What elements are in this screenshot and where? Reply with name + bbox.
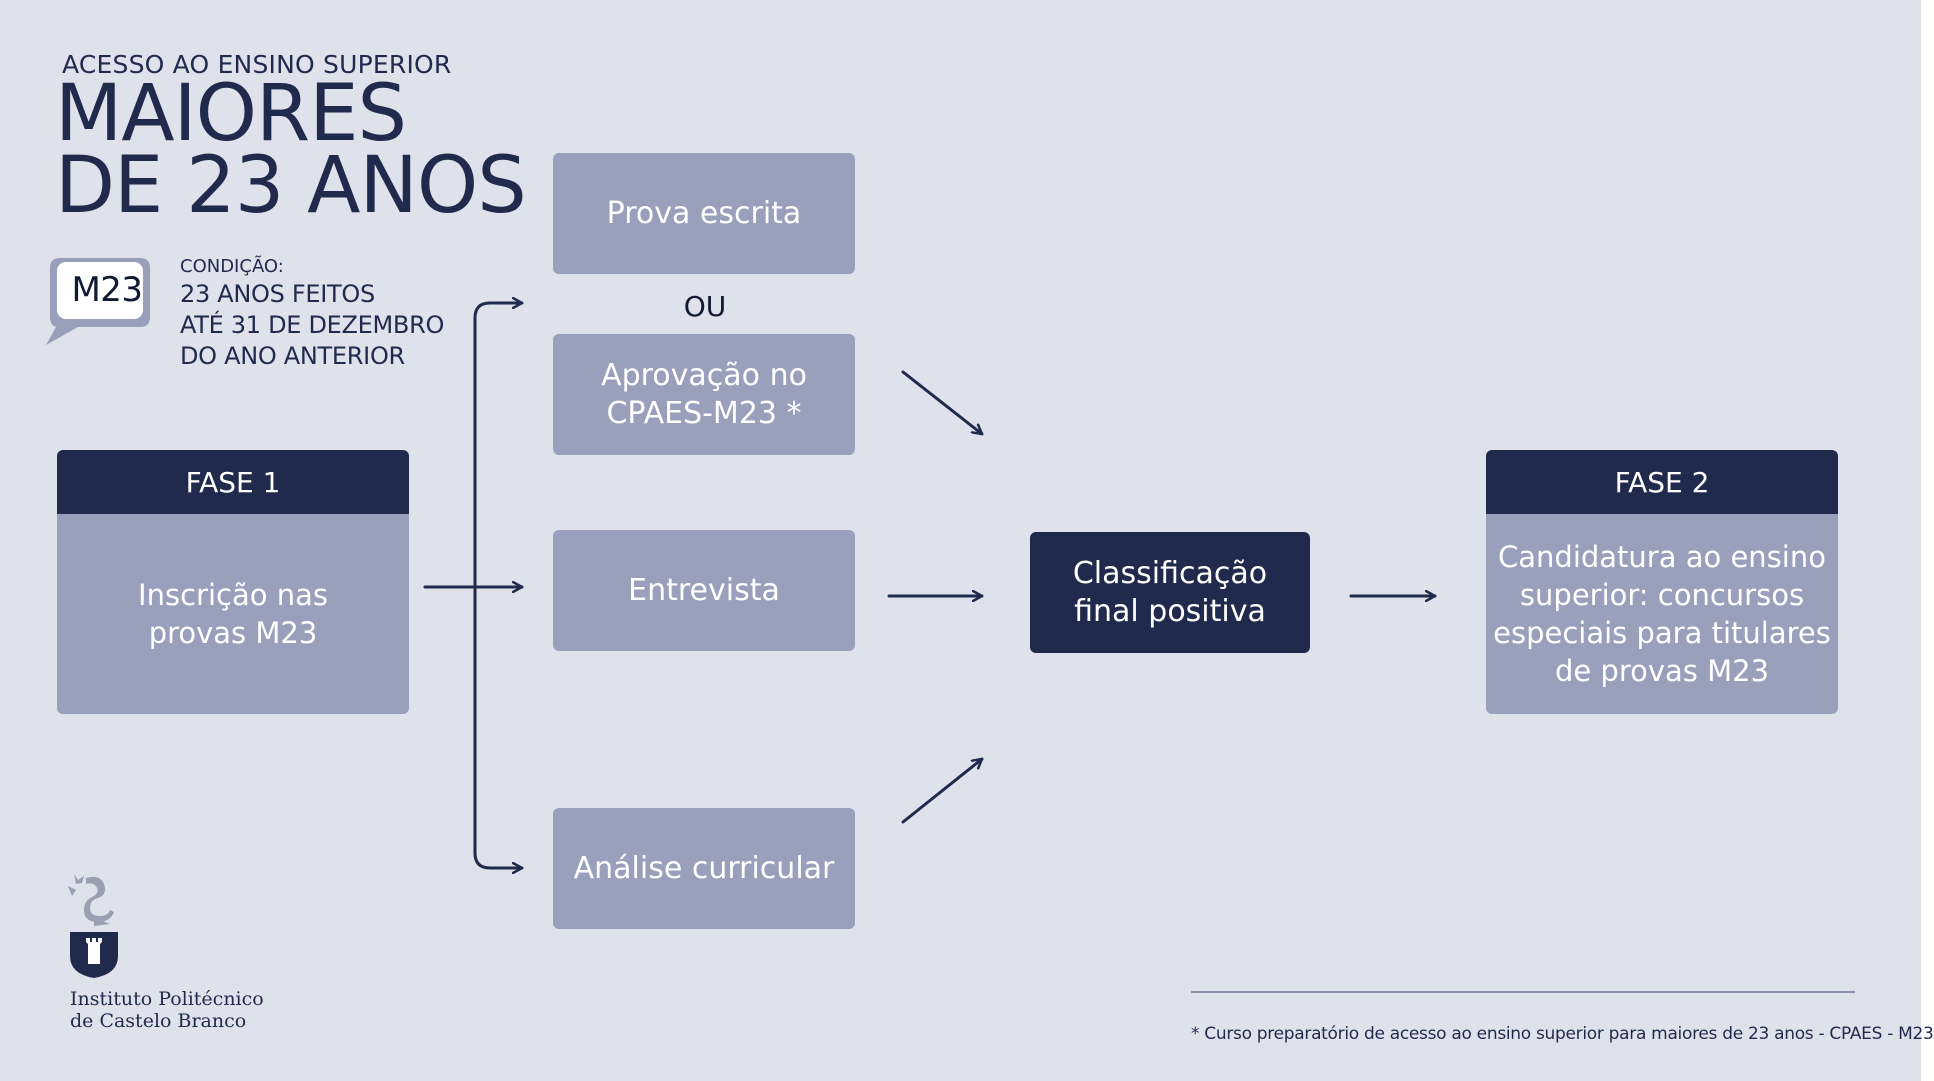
page-title-line2: DE 23 ANOS	[55, 141, 527, 231]
phase1-header: FASE 1	[57, 450, 409, 514]
footnote: * Curso preparatório de acesso ao ensino…	[1191, 1024, 1934, 1044]
phase2-body-line4: de provas M23	[1554, 654, 1770, 688]
interview-box: Entrevista	[553, 530, 855, 651]
phase2-body-line2: superior: concursos	[1519, 578, 1805, 612]
phase2-body-line3: especiais para titulares	[1493, 616, 1831, 650]
branch-vertical	[473, 303, 524, 320]
phase1-body-line2: provas M23	[148, 616, 318, 650]
cpaes-line2: CPAES-M23 *	[606, 395, 802, 431]
phase1-body-line1: Inscrição nas	[138, 578, 328, 612]
m23-badge: M23	[71, 270, 143, 310]
result-line2: final positiva	[1074, 593, 1266, 629]
institution-line1: Instituto Politécnico	[70, 988, 264, 1010]
final-classification-box: Classificação final positiva	[1030, 532, 1310, 653]
arrow-curriculum-to-result	[901, 757, 984, 824]
institution-name: Instituto Politécnico de Castelo Branco	[70, 988, 264, 1032]
condition-line3: DO ANO ANTERIOR	[180, 342, 405, 370]
cpaes-line1: Aprovação no	[601, 357, 807, 393]
speech-bubble-icon	[46, 258, 150, 345]
page-title-line1: MAIORES	[55, 69, 407, 159]
phase2-body-line1: Candidatura ao ensino	[1498, 540, 1826, 574]
page-title: MAIORES DE 23 ANOS	[55, 69, 527, 231]
condition-line2: ATÉ 31 DE DEZEMBRO	[180, 311, 445, 339]
institution-line2: de Castelo Branco	[70, 1010, 247, 1032]
written-exam-box: Prova escrita	[553, 153, 855, 274]
or-label: OU	[683, 290, 727, 323]
result-line1: Classificação	[1072, 555, 1268, 591]
condition-line1: 23 ANOS FEITOS	[180, 280, 375, 308]
cpaes-approval-box: Aprovação no CPAES-M23 *	[553, 334, 855, 455]
curriculum-analysis-box: Análise curricular	[553, 808, 855, 929]
phase1-body: Inscrição nas provas M23	[57, 514, 409, 714]
phase2-body: Candidatura ao ensino superior: concurso…	[1486, 514, 1838, 714]
condition-label: CONDIÇÃO:	[180, 256, 284, 277]
branch-bottom	[473, 851, 524, 868]
arrow-written-to-result	[901, 370, 984, 436]
ipcb-crest-icon	[68, 874, 118, 978]
page-subtitle: ACESSO AO ENSINO SUPERIOR	[62, 50, 452, 79]
phase2-header: FASE 2	[1486, 450, 1838, 514]
footnote-divider	[1191, 991, 1855, 993]
